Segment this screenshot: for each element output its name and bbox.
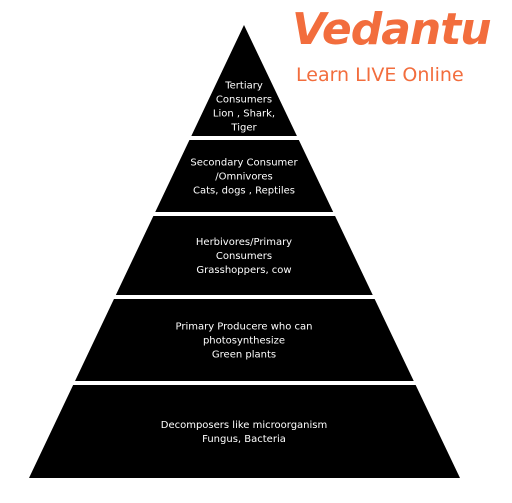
pyramid-tier-line: /Omnivores [215, 172, 272, 183]
pyramid-tier-primary-consumers [115, 216, 373, 295]
pyramid-tier-line: Herbivores/Primary [196, 237, 292, 248]
brand-tagline: Learn LIVE Online [296, 64, 464, 86]
pyramid-tier-producers [75, 299, 414, 381]
brand-logo: Vedantu Learn LIVE Online [290, 0, 512, 100]
pyramid-tier-line: Tertiary [224, 81, 263, 92]
pyramid-tier-line: Lion , Shark, [213, 109, 275, 120]
brand-name: Vedantu [292, 4, 492, 55]
pyramid-tier-line: Consumers [216, 95, 272, 106]
pyramid-tier-label-producers: Primary Producere who can photosynthesize… [175, 322, 312, 361]
pyramid-tier-secondary [155, 140, 334, 212]
pyramid-tier-line: Primary Producere who can [175, 322, 312, 333]
pyramid-tier-line: Decomposers like microorganism [161, 420, 327, 431]
pyramid-tier-line: Grasshoppers, cow [196, 265, 291, 276]
pyramid-tier-line: photosynthesize [203, 336, 285, 347]
pyramid-tier-line: Tiger [230, 123, 257, 134]
pyramid-tier-line: Fungus, Bacteria [202, 434, 286, 445]
pyramid-tier-line: Green plants [212, 350, 276, 361]
pyramid-tier-tertiary [191, 25, 297, 136]
pyramid-tier-decomposers [29, 385, 460, 478]
pyramid-tier-line: Cats, dogs , Reptiles [193, 186, 295, 197]
pyramid-tier-line: Secondary Consumer [190, 158, 298, 169]
pyramid-tier-line: Consumers [216, 251, 272, 262]
